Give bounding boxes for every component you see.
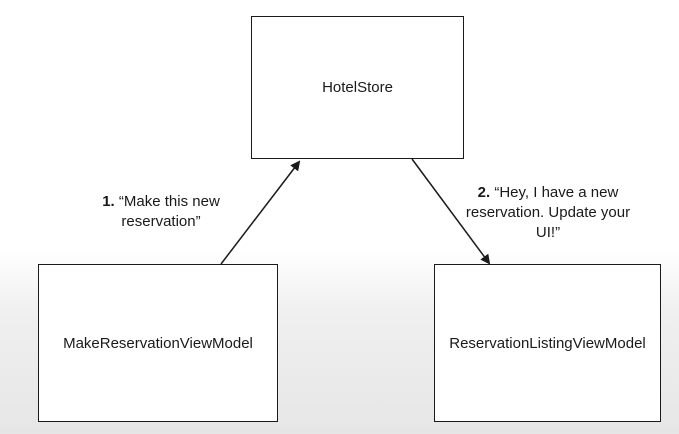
make-reservation-viewmodel-box: MakeReservationViewModel — [38, 264, 278, 422]
edge-label-step-1-line-1: 1. “Make this new — [86, 192, 236, 212]
edge-label-step-2-line-1: 2. “Hey, I have a new — [448, 183, 648, 203]
edge-step-2-number: 2. — [477, 184, 491, 201]
reservation-listing-viewmodel-box: ReservationListingViewModel — [434, 264, 661, 422]
edge-step-2-text-line-1: “Hey, I have a new — [494, 184, 619, 201]
edge-step-1-number: 1. — [102, 193, 115, 210]
reservation-listing-viewmodel-label: ReservationListingViewModel — [449, 334, 646, 352]
arrow-make-to-hotelstore — [220, 160, 301, 265]
edge-label-step-1: 1. “Make this new reservation” — [86, 192, 236, 232]
edge-step-1-text-line-2: reservation” — [121, 213, 201, 230]
edge-step-1-text-line-1: “Make this new — [118, 193, 220, 210]
hotelstore-box: HotelStore — [251, 16, 464, 159]
edge-label-step-2: 2. “Hey, I have a new reservation. Updat… — [448, 183, 648, 243]
edge-step-2-text-line-2: reservation. Update your — [465, 204, 631, 221]
make-reservation-viewmodel-label: MakeReservationViewModel — [63, 334, 253, 352]
hotelstore-label: HotelStore — [322, 79, 393, 96]
arrow-hotelstore-to-listing — [411, 158, 491, 265]
edge-step-2-text-line-3: UI!” — [535, 224, 561, 241]
